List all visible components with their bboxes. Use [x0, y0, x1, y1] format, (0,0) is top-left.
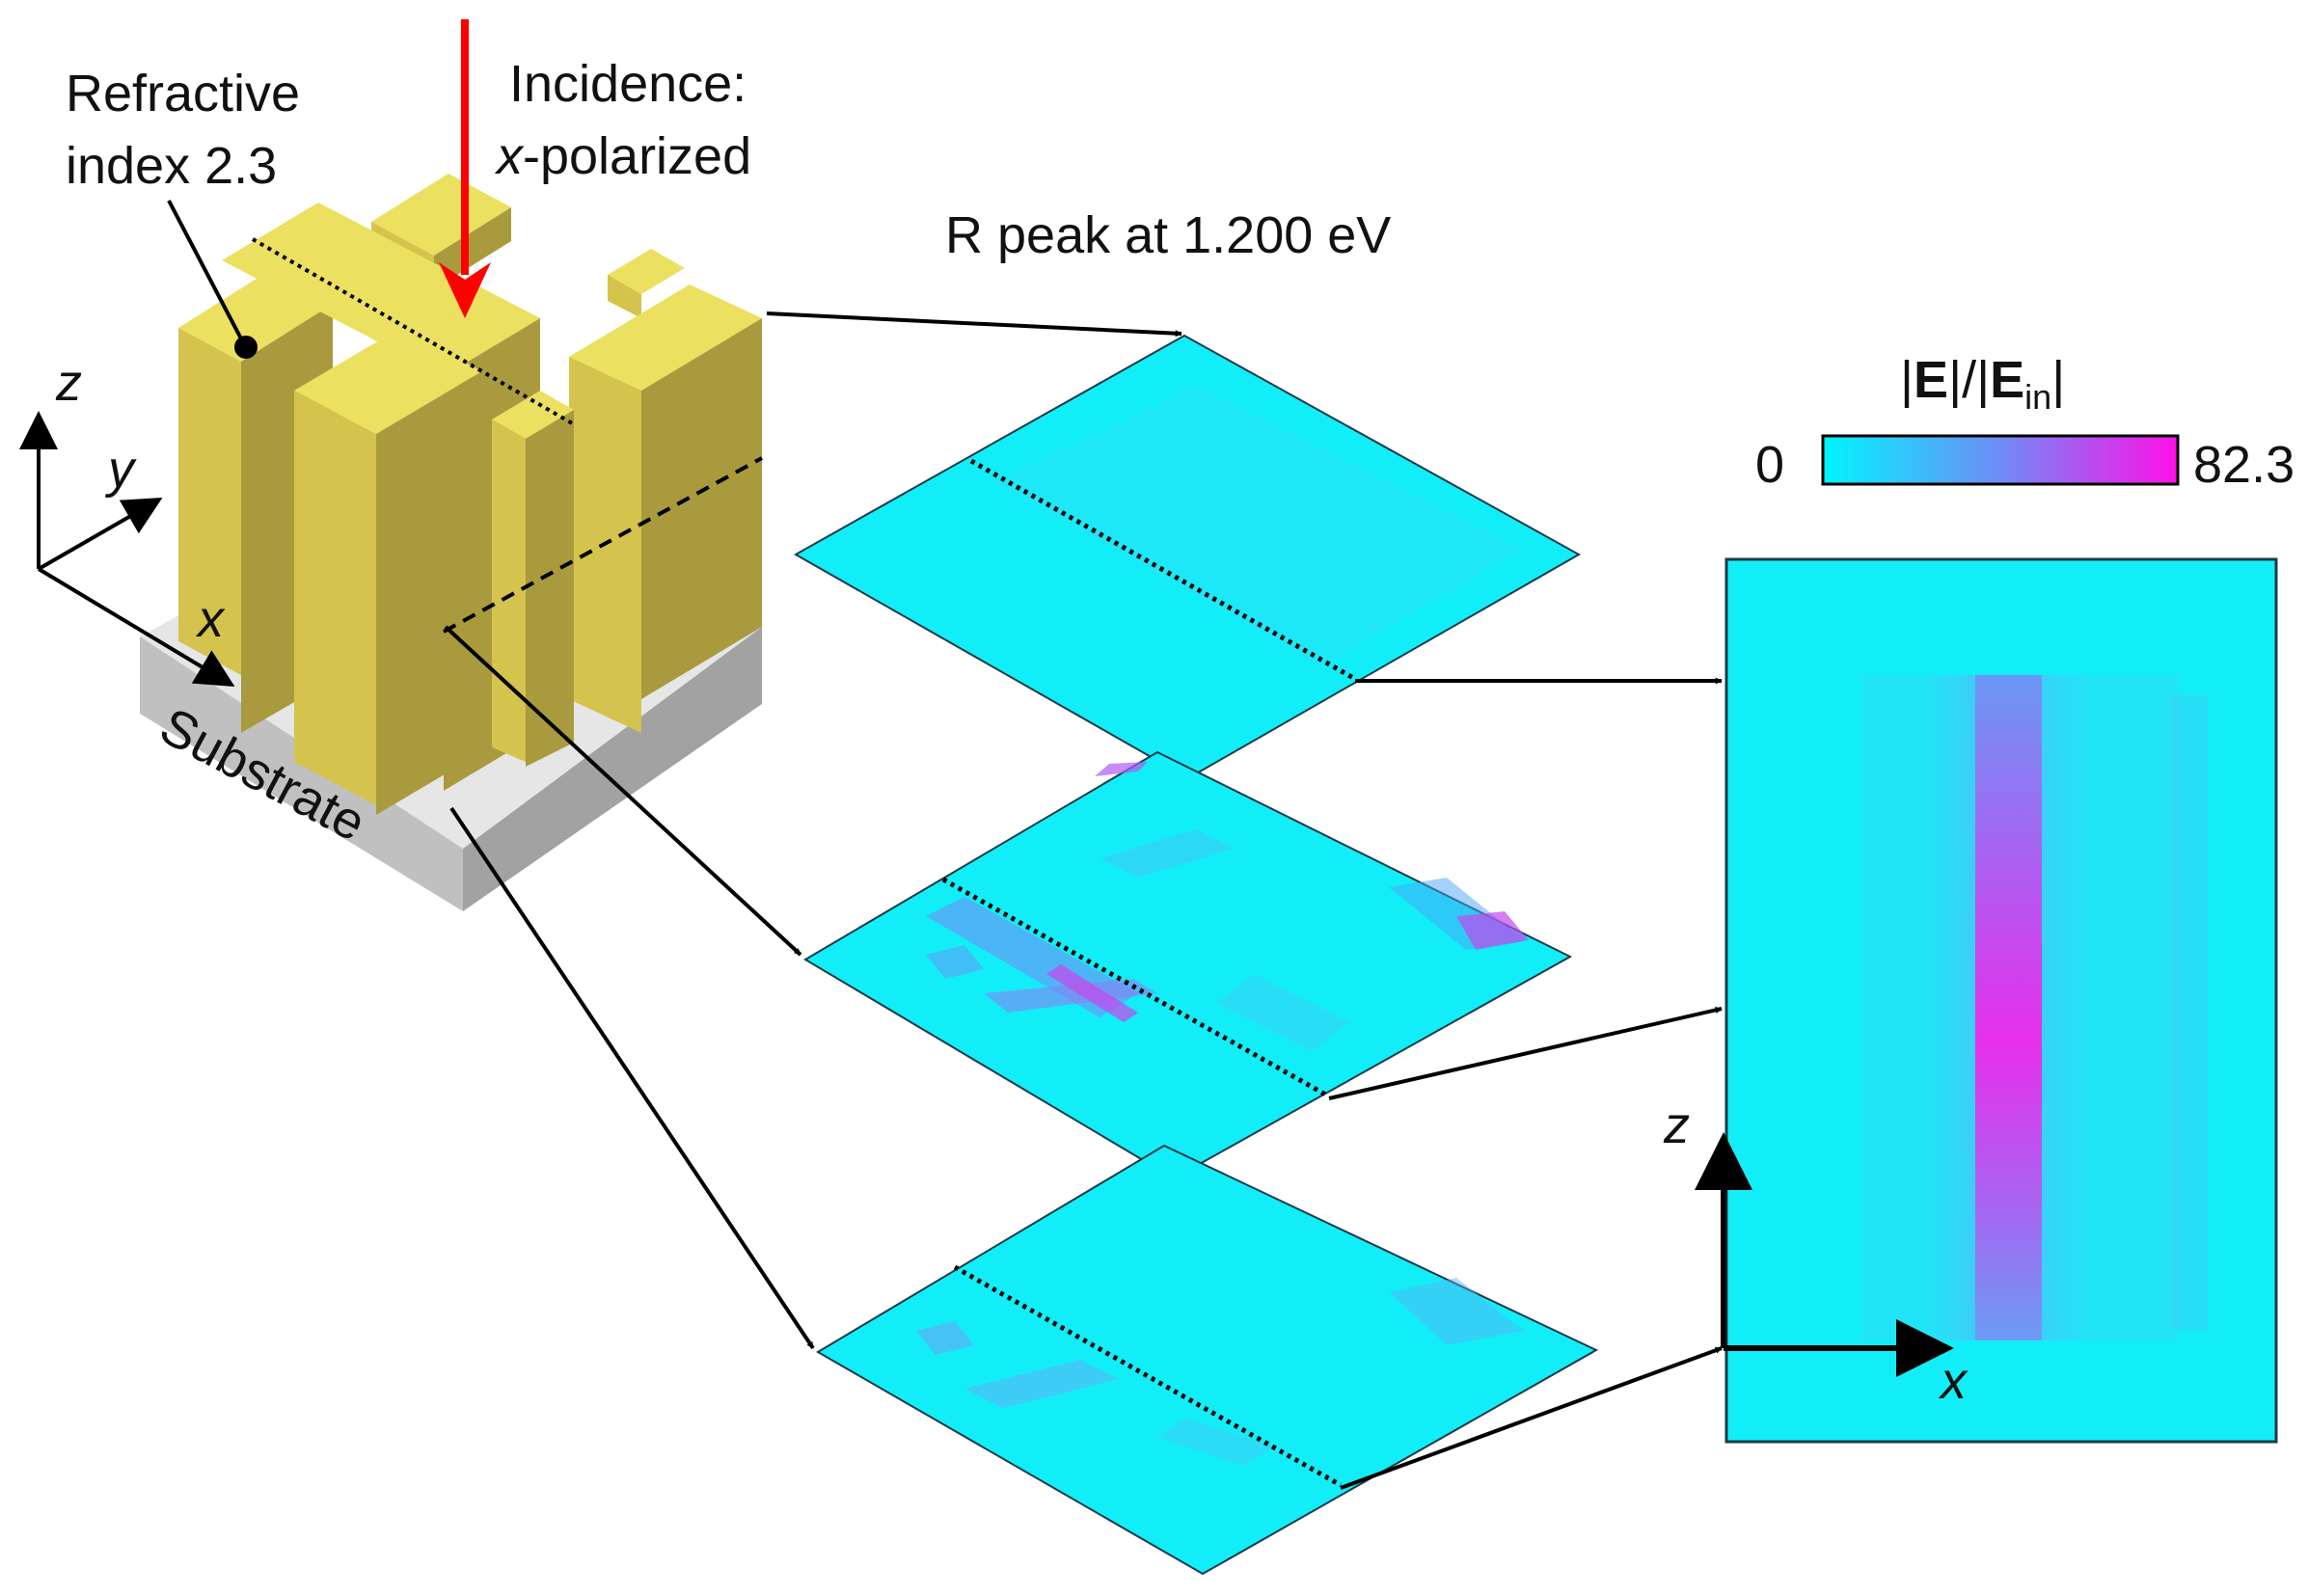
axis-section-x-label: x [1938, 1352, 1969, 1410]
mid-cut-line [443, 456, 763, 634]
colorbar: |E|/|Ein| 0 82.3 [1755, 351, 2294, 494]
field-slice-top [793, 334, 1582, 780]
axes-3d: z y x [18, 354, 235, 688]
top-cut-line [252, 237, 575, 426]
pillar-front-front [294, 391, 376, 805]
refractive-label-line2: index 2.3 [66, 137, 277, 195]
incidence-label-line1: Incidence: [509, 55, 747, 113]
axis-3d-x-label: x [195, 590, 226, 648]
incidence-x-label: x [494, 127, 525, 185]
pillar-back-top [371, 174, 511, 256]
pillar-back-right-top [608, 249, 685, 294]
axis-3d-y-label: y [104, 441, 137, 499]
substrate-front-face [140, 636, 463, 911]
pillar-back-right-front [608, 275, 641, 318]
peak-label: R peak at 1.200 eV [945, 206, 1391, 264]
axis-3d-z-label: z [55, 354, 82, 412]
field-hotspot-stripe [1975, 675, 2042, 1340]
incidence-polarized-label: -polarized [523, 127, 751, 185]
refractive-pointer-dot [234, 336, 258, 359]
refractive-pointer [167, 200, 246, 345]
pillar-mid-top [222, 203, 540, 376]
axis-section-z-label: z [1663, 1096, 1690, 1154]
substrate-side-face [463, 627, 762, 911]
connector-arrows [444, 311, 1723, 1490]
field-slice-bottom [816, 1144, 1599, 1576]
pillar-left-front [178, 328, 241, 675]
xz-cross-section [1724, 557, 2278, 1444]
axes-section: z x [1663, 1096, 1969, 1410]
colorbar-title-Ein: E [1990, 351, 2024, 409]
incidence-arrow-head [439, 262, 491, 318]
pillar-front-side [376, 371, 482, 815]
colorbar-max-label: 82.3 [2193, 436, 2294, 494]
pillar-small-top [492, 391, 574, 439]
field-slice-mid [803, 750, 1573, 1180]
colorbar-min-label: 0 [1755, 436, 1784, 494]
pillar-right-side [641, 318, 762, 699]
colorbar-gradient [1821, 434, 2180, 486]
metasurface-structure [140, 174, 763, 911]
pillar-back-side [434, 207, 511, 289]
pillar-small-front [492, 419, 526, 762]
pillar-right-top [569, 284, 762, 391]
colorbar-title: |E|/|Ein| [1900, 351, 2065, 417]
pillar-small-side [526, 410, 574, 767]
refractive-label-line1: Refractive [66, 65, 300, 122]
pillar-front-top [294, 328, 482, 434]
colorbar-title-E: E [1914, 351, 1948, 409]
incidence-label-line2: x-polarized [494, 127, 751, 185]
colorbar-title-sub: in [2024, 377, 2051, 417]
